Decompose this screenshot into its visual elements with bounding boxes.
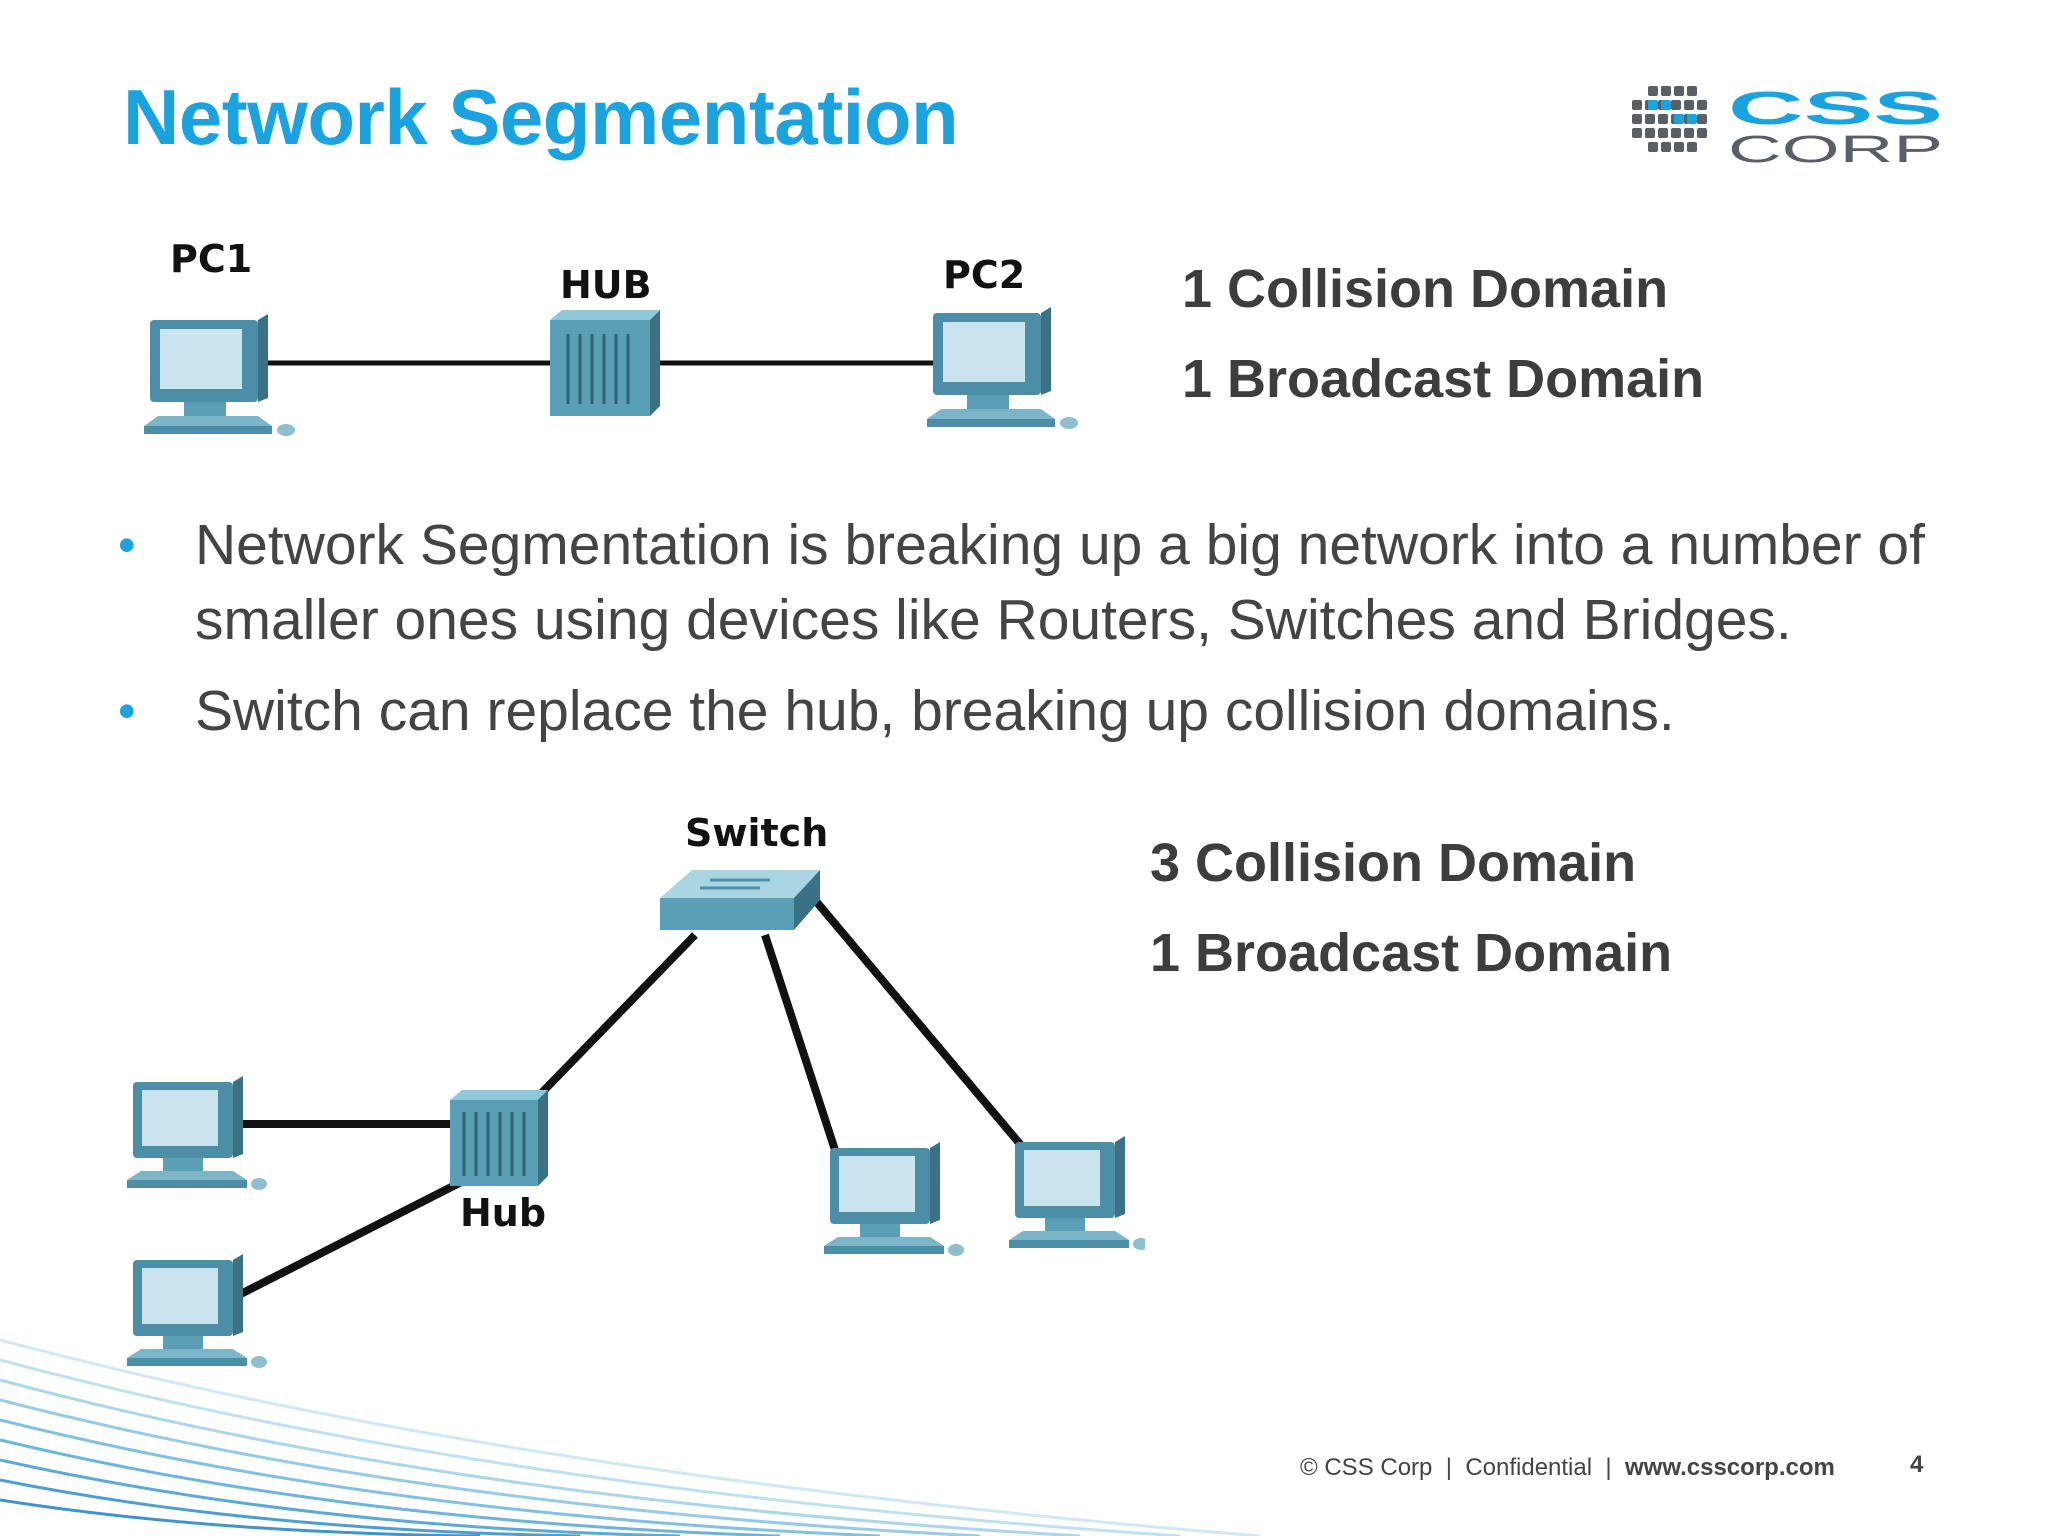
bottom-collision-domain: 3 Collision Domain: [1150, 833, 1637, 893]
bullet-text: Switch can replace the hub, breaking up …: [195, 679, 1675, 743]
link-switch-pc3: [761, 933, 839, 1152]
top-collision-domain: 1 Collision Domain: [1182, 259, 1669, 319]
bullet-text: Network Segmentation is breaking up a bi…: [195, 513, 1925, 652]
logo-css-text: CSS: [1728, 84, 1943, 134]
hub-label: HUB: [560, 263, 652, 307]
pc-icon: [824, 1142, 964, 1256]
switch-network-diagram: Switch Hub: [127, 811, 1145, 1368]
bullet-item: • Switch can replace the hub, breaking u…: [110, 674, 1970, 749]
bullet-list: • Network Segmentation is breaking up a …: [110, 508, 1970, 765]
bottom-broadcast-domain: 1 Broadcast Domain: [1150, 923, 1673, 983]
pc2-icon: [927, 307, 1078, 429]
hub-label: Hub: [460, 1191, 546, 1235]
top-broadcast-domain: 1 Broadcast Domain: [1182, 349, 1705, 409]
page-number: 4: [1910, 1451, 1924, 1478]
bullet-dot-icon: •: [118, 683, 136, 739]
bullet-dot-icon: •: [118, 517, 136, 573]
footer-separator: |: [1605, 1454, 1612, 1481]
link-hub-pc-b: [223, 1171, 477, 1306]
link-switch-hub: [522, 932, 698, 1113]
pc1-label: PC1: [170, 237, 252, 281]
hub-icon: [450, 1090, 548, 1186]
css-corp-logo: CSS CORP: [1632, 84, 1943, 168]
pc1-icon: [144, 314, 295, 436]
logo-grid-icon: [1632, 86, 1707, 152]
footer-separator: |: [1445, 1454, 1452, 1481]
footer-confidential: Confidential: [1465, 1454, 1593, 1481]
hub-icon: [548, 308, 662, 418]
hub-network-diagram: PC1 HUB PC2: [144, 237, 1078, 436]
switch-label: Switch: [685, 811, 828, 855]
footer-website: www.csscorp.com: [1624, 1454, 1835, 1481]
decorative-swoosh: [0, 1338, 1260, 1536]
logo-corp-text: CORP: [1728, 129, 1943, 168]
pc-icon: [1009, 1136, 1145, 1250]
pc-icon: [127, 1076, 267, 1190]
footer: © CSS Corp | Confidential | www.csscorp.…: [1300, 1454, 1835, 1482]
link-switch-pc4: [811, 897, 1029, 1153]
pc2-label: PC2: [943, 253, 1025, 297]
footer-copyright: © CSS Corp: [1300, 1454, 1433, 1481]
switch-icon: [660, 870, 820, 930]
slide-title: Network Segmentation: [123, 73, 959, 161]
bullet-item: • Network Segmentation is breaking up a …: [110, 508, 1970, 658]
